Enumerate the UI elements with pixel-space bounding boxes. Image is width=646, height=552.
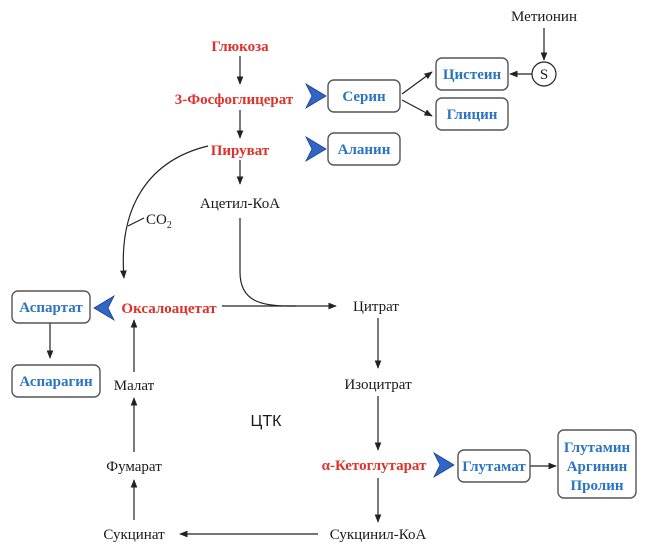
co2-main: CO — [146, 212, 167, 228]
tca-cycle-label: ЦТК — [251, 413, 283, 430]
glutamine-label: Глутамин — [564, 440, 631, 456]
labels: Глюкоза 3-Фосфоглицерат Пируват Оксалоац… — [19, 9, 630, 543]
sulfur-label: S — [540, 67, 548, 83]
aspartate-box — [11, 290, 91, 324]
chevrons — [93, 82, 455, 479]
arginine-label: Аргинин — [567, 459, 628, 475]
amino-acid-boxes — [11, 57, 637, 499]
glutamate-box — [457, 449, 531, 483]
chevron-ketoglutarate-to-glutamate-icon — [433, 451, 455, 479]
glycine-label: Глицин — [447, 107, 498, 123]
co2-connector — [127, 217, 145, 227]
sulfur-circle — [531, 61, 557, 87]
succinyl-coa-label: Сукцинил-КоА — [330, 527, 427, 543]
chevron-phosphoglycerate-to-serine-icon — [305, 82, 327, 110]
asparagine-box — [11, 364, 101, 398]
chevron-pyruvate-to-alanine-icon — [305, 135, 327, 163]
arrow-serine-to-cysteine — [401, 71, 433, 95]
oxaloacetate-label: Оксалоацетат — [121, 301, 217, 317]
co2-label: CO2 — [146, 212, 172, 231]
citrate-label: Цитрат — [353, 299, 399, 315]
cysteine-box — [435, 57, 509, 91]
pyruvate-label: Пируват — [211, 143, 270, 159]
malate-label: Малат — [114, 378, 155, 394]
co2-subscript: 2 — [167, 220, 172, 231]
arrow-acetylcoa-to-citrate — [239, 218, 337, 310]
chevron-oxaloacetate-to-aspartate-icon — [93, 294, 115, 322]
glutamate-label: Глутамат — [462, 459, 526, 475]
arrow-pyruvate-to-oxaloacetate — [120, 145, 209, 279]
proline-label: Пролин — [570, 478, 623, 494]
arrow-serine-to-glycine — [401, 99, 433, 117]
ketoglutarate-label: α-Кетоглутарат — [322, 458, 427, 474]
glutamine-arginine-proline-box — [557, 429, 637, 499]
asparagine-label: Аспарагин — [19, 374, 93, 390]
succinate-label: Сукцинат — [103, 527, 165, 543]
alanine-box — [327, 132, 401, 166]
fumarate-label: Фумарат — [106, 459, 162, 475]
acetyl-coa-label: Ацетил-КоА — [200, 196, 280, 212]
cysteine-label: Цистеин — [443, 67, 502, 83]
glycine-box — [435, 97, 509, 131]
glucose-label: Глюкоза — [211, 39, 269, 55]
methionine-label: Метионин — [511, 9, 577, 25]
aspartate-label: Аспартат — [19, 300, 83, 316]
phosphoglycerate-label: 3-Фосфоглицерат — [175, 92, 294, 108]
serine-box — [327, 79, 401, 113]
connectors — [46, 28, 557, 538]
serine-label: Серин — [342, 89, 386, 105]
alanine-label: Аланин — [338, 142, 391, 158]
isocitrate-label: Изоцитрат — [344, 377, 412, 393]
